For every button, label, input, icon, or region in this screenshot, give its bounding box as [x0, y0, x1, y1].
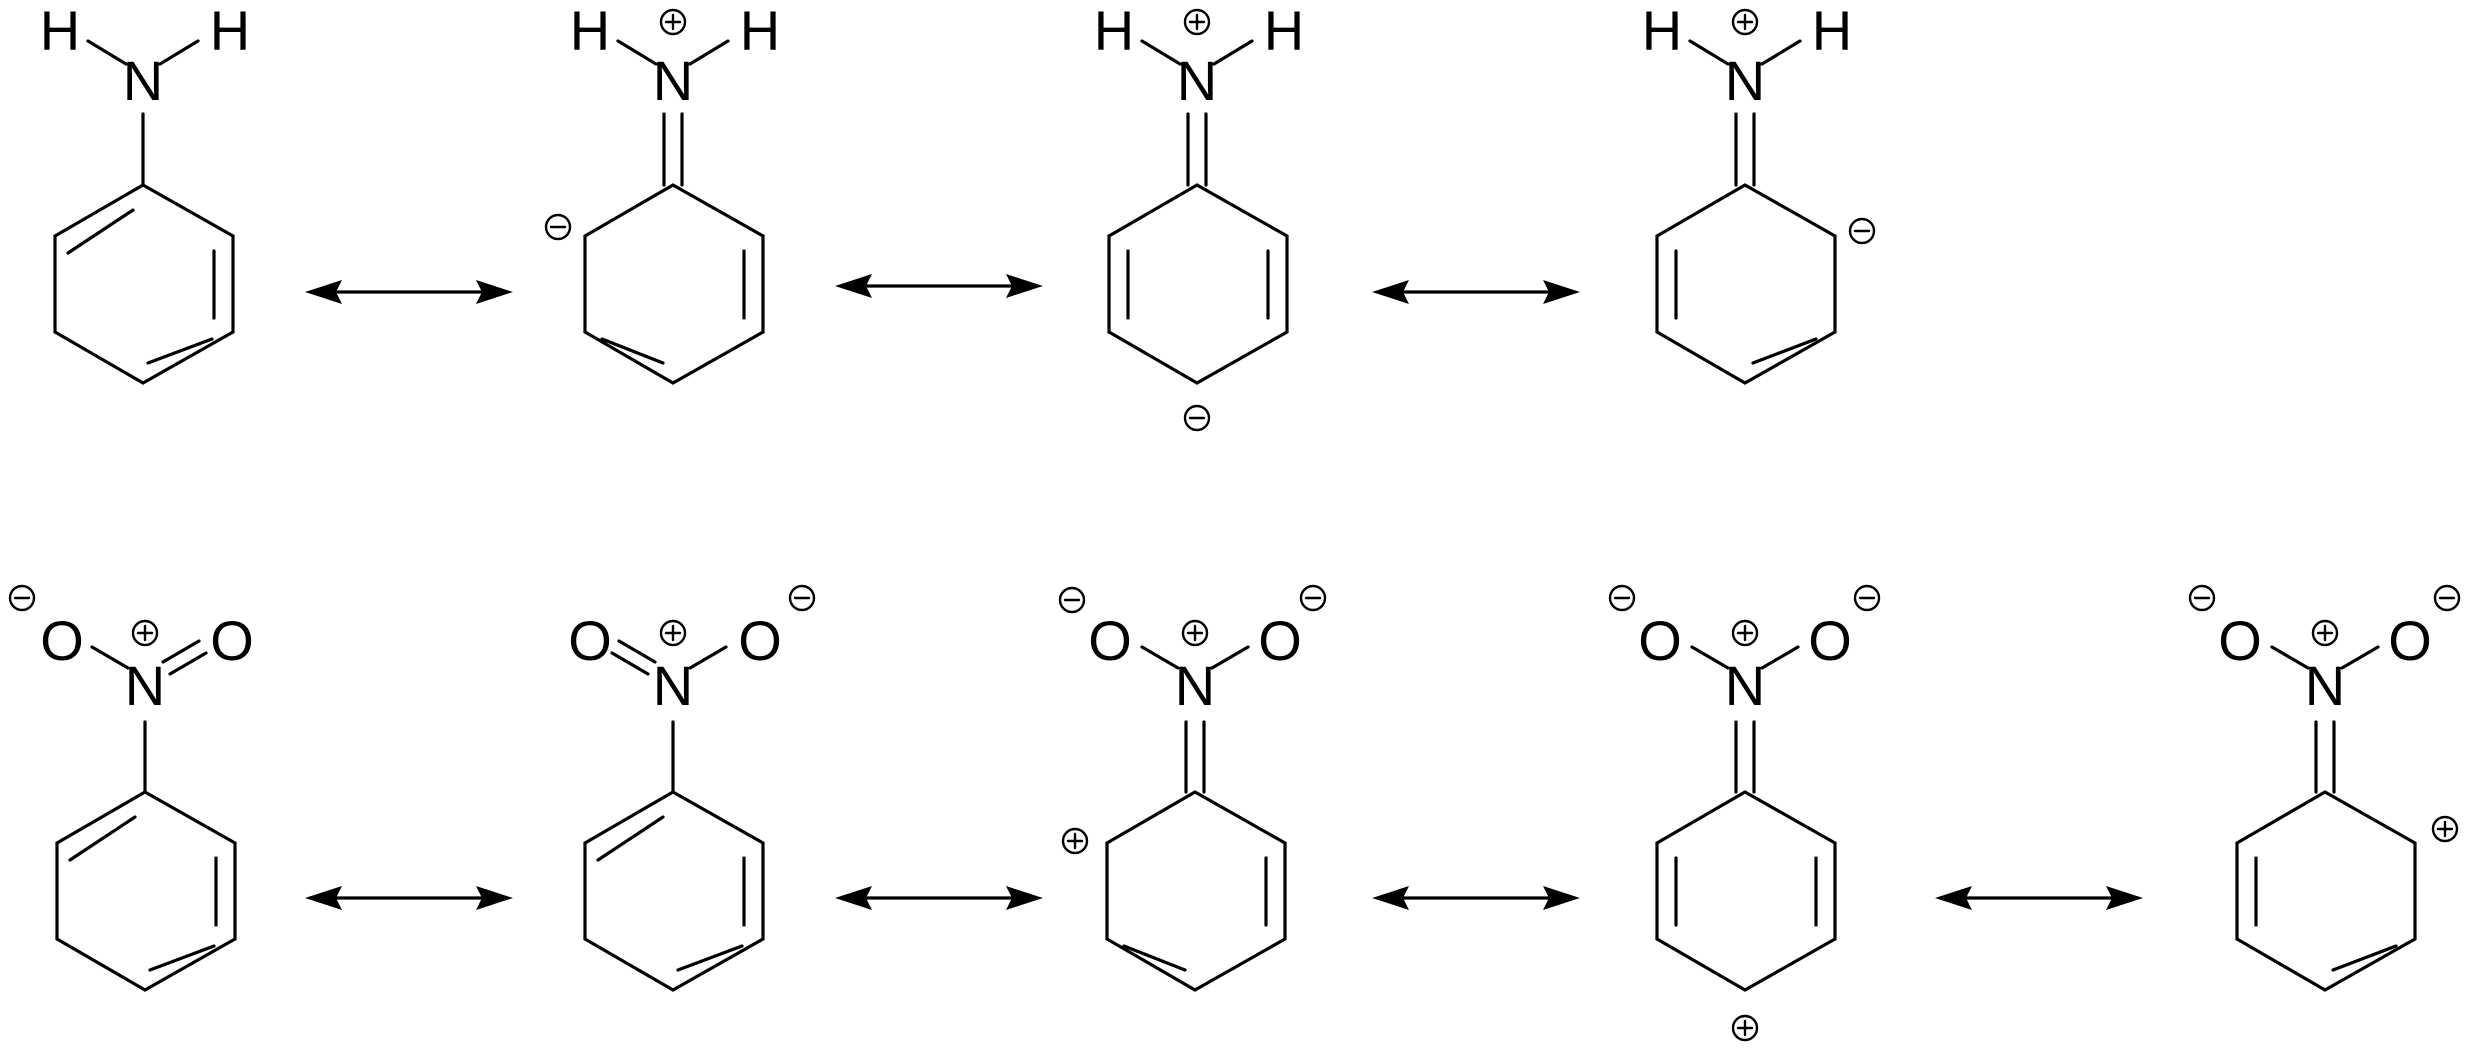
- n-o-single-bond-left: [1140, 645, 1180, 670]
- nitrogen-atom: N: [1725, 49, 1765, 112]
- resonance-arrow: [1372, 886, 1580, 910]
- positive-charge-icon: [1731, 8, 1759, 36]
- n-o-single-bond-left: [2270, 645, 2310, 670]
- resonance-arrow: [305, 280, 513, 304]
- oxygen-atom-right: O: [738, 609, 782, 672]
- aniline-structure-3: N H H: [1094, 0, 1304, 432]
- benzene-ring: [55, 790, 237, 992]
- cyclohexadiene-ring: [2235, 790, 2417, 992]
- nitrogen-atom: N: [2305, 654, 2345, 717]
- nitrobenzene-structure-5: N O O: [2188, 584, 2461, 992]
- n-h-bond-left: [1140, 39, 1182, 66]
- n-o-single-bond: [90, 645, 130, 670]
- oxygen-atom-left: O: [568, 609, 612, 672]
- benzene-ring: [53, 183, 235, 385]
- negative-charge-icon: [1848, 217, 1876, 245]
- oxygen-atom-left: O: [1638, 609, 1682, 672]
- n-o-single-bond-left: [1690, 645, 1730, 670]
- cyclohexadiene-ring: [1655, 790, 1837, 992]
- hydrogen-atom-left: H: [1094, 0, 1134, 62]
- oxygen-atom-right: O: [1258, 609, 1302, 672]
- n-h-bond-right: [688, 39, 730, 66]
- nitrobenzene-structure-2: N O O: [568, 584, 816, 992]
- hydrogen-atom-right: H: [1264, 0, 1304, 62]
- n-h-bond-right: [1760, 39, 1802, 66]
- cyclohexadiene-ring: [1105, 790, 1287, 992]
- negative-charge-icon: [1299, 584, 1327, 612]
- hydrogen-atom-left: H: [40, 0, 80, 62]
- resonance-arrow: [1372, 280, 1580, 304]
- nitrogen-atom: N: [653, 49, 693, 112]
- n-o-double-bond-2: [168, 651, 208, 676]
- cyclohexadiene-ring: [1655, 183, 1837, 385]
- nitrogen-atom: N: [1725, 654, 1765, 717]
- nitrogen-atom: N: [125, 654, 165, 717]
- positive-charge-icon: [1183, 8, 1211, 36]
- positive-charge-icon: [2311, 619, 2339, 647]
- positive-charge-icon: [659, 619, 687, 647]
- resonance-arrow: [305, 886, 513, 910]
- nitrobenzene-structure-4: N O O: [1608, 584, 1881, 1042]
- resonance-arrow: [835, 274, 1043, 298]
- n-o-double-bond-1: [161, 639, 201, 664]
- benzene-ring: [583, 790, 765, 992]
- negative-charge-icon: [1058, 586, 1086, 614]
- nitrobenzene-structure-3: N O O: [1058, 584, 1327, 992]
- positive-charge-icon: [1731, 619, 1759, 647]
- negative-charge-icon: [1183, 404, 1211, 432]
- oxygen-atom-right: O: [210, 609, 254, 672]
- n-o-single-bond-right: [1210, 645, 1250, 670]
- positive-charge-icon: [1181, 619, 1209, 647]
- n-h-bond-left: [86, 39, 128, 66]
- n-o-double-bond-1: [617, 639, 657, 664]
- cyclohexadiene-ring: [1107, 183, 1289, 385]
- negative-charge-icon: [2188, 584, 2216, 612]
- negative-charge-icon: [544, 213, 572, 241]
- positive-charge-icon: [1731, 1014, 1759, 1042]
- hydrogen-atom-right: H: [1812, 0, 1852, 62]
- negative-charge-icon: [2433, 584, 2461, 612]
- oxygen-atom-left: O: [40, 609, 84, 672]
- nitrogen-atom: N: [1175, 654, 1215, 717]
- positive-charge-icon: [659, 8, 687, 36]
- nitrogen-atom: N: [653, 654, 693, 717]
- nitrogen-atom: N: [1177, 49, 1217, 112]
- hydrogen-atom-left: H: [1642, 0, 1682, 62]
- n-o-single-bond-right: [1760, 645, 1800, 670]
- n-h-bond-right: [1212, 39, 1254, 66]
- n-o-single-bond-right: [2340, 645, 2380, 670]
- aniline-structure-4: N H H: [1642, 0, 1876, 385]
- oxygen-atom-left: O: [2218, 609, 2262, 672]
- n-o-single-bond: [688, 645, 728, 670]
- nitrobenzene-structure-1: N O O: [8, 584, 254, 992]
- negative-charge-icon: [8, 584, 36, 612]
- n-h-bond-left: [1688, 39, 1730, 66]
- cyclohexadiene-ring: [583, 183, 765, 385]
- n-o-double-bond-2: [610, 651, 650, 676]
- oxygen-atom-right: O: [1808, 609, 1852, 672]
- resonance-arrow: [835, 886, 1043, 910]
- hydrogen-atom-right: H: [210, 0, 250, 62]
- negative-charge-icon: [1608, 584, 1636, 612]
- resonance-arrow: [1935, 886, 2143, 910]
- oxygen-atom-right: O: [2388, 609, 2432, 672]
- positive-charge-icon: [1061, 827, 1089, 855]
- aniline-structure-1: N H H: [40, 0, 250, 385]
- nitrogen-atom: N: [123, 49, 163, 112]
- negative-charge-icon: [1853, 584, 1881, 612]
- negative-charge-icon: [788, 584, 816, 612]
- hydrogen-atom-left: H: [570, 0, 610, 62]
- n-h-bond-right: [158, 39, 200, 66]
- positive-charge-icon: [2431, 815, 2459, 843]
- n-h-bond-left: [616, 39, 658, 66]
- aniline-structure-2: N H H: [544, 0, 780, 385]
- hydrogen-atom-right: H: [740, 0, 780, 62]
- oxygen-atom-left: O: [1088, 609, 1132, 672]
- positive-charge-icon: [131, 619, 159, 647]
